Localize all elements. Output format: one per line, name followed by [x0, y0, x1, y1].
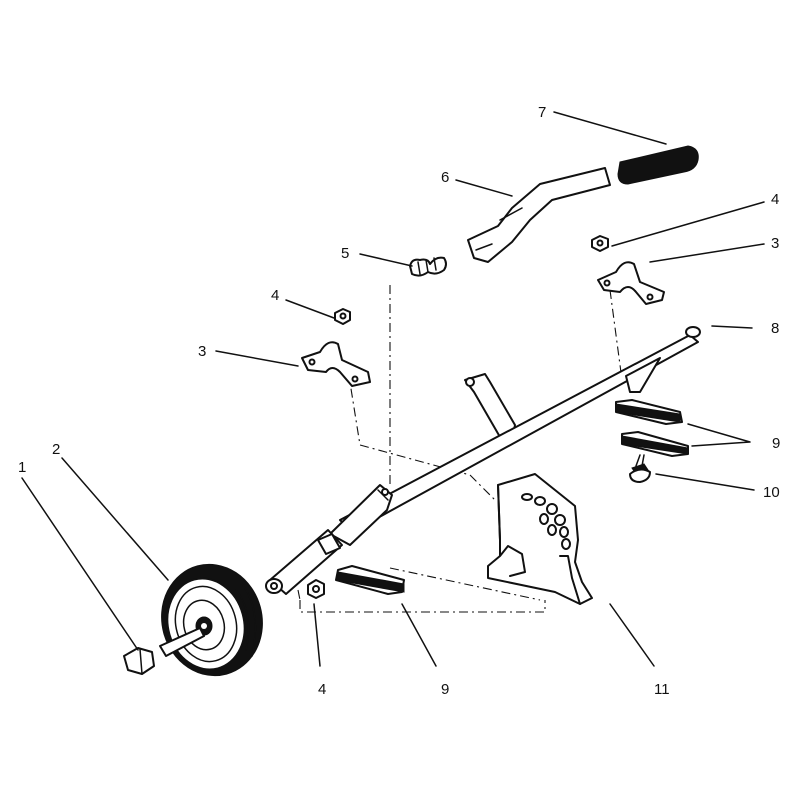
spring	[409, 256, 447, 277]
spacer-plate-bottom	[335, 565, 405, 595]
callout-7: 7	[538, 104, 546, 121]
spacer-plate-lower	[621, 431, 689, 457]
callout-1: 1	[18, 459, 26, 476]
height-adjust-bracket	[487, 473, 593, 605]
callout-4-right: 4	[771, 191, 779, 208]
callout-leaders	[21, 111, 765, 667]
callout-8: 8	[771, 320, 779, 337]
callout-10: 10	[763, 484, 780, 501]
callout-3-left: 3	[198, 343, 206, 360]
callout-4-bottom: 4	[318, 681, 326, 698]
clamp-left	[301, 341, 371, 387]
spacer-plate-upper	[615, 399, 683, 425]
callout-11: 11	[654, 681, 670, 698]
handle-grip	[617, 145, 699, 185]
nut-right	[591, 235, 609, 252]
callout-3-right: 3	[771, 235, 779, 252]
axle-arm	[265, 326, 701, 595]
wheel	[161, 563, 263, 677]
callout-4-left: 4	[271, 287, 279, 304]
callout-5: 5	[341, 245, 349, 262]
callout-9-bottom: 9	[441, 681, 449, 698]
callout-6: 6	[441, 169, 449, 186]
screw	[629, 454, 651, 483]
callout-9-right: 9	[772, 435, 780, 452]
nut-left	[334, 308, 351, 325]
assembly-guide-lines	[297, 285, 623, 613]
callout-2: 2	[52, 441, 60, 458]
callout-labels: 1 2 3 3 4 4 4 5 6 7 8 9 9 10 11	[18, 104, 780, 698]
clamp-right	[597, 261, 665, 305]
lever-handle	[467, 167, 611, 263]
nut-bottom	[307, 579, 325, 599]
axle-bolt	[123, 627, 205, 675]
